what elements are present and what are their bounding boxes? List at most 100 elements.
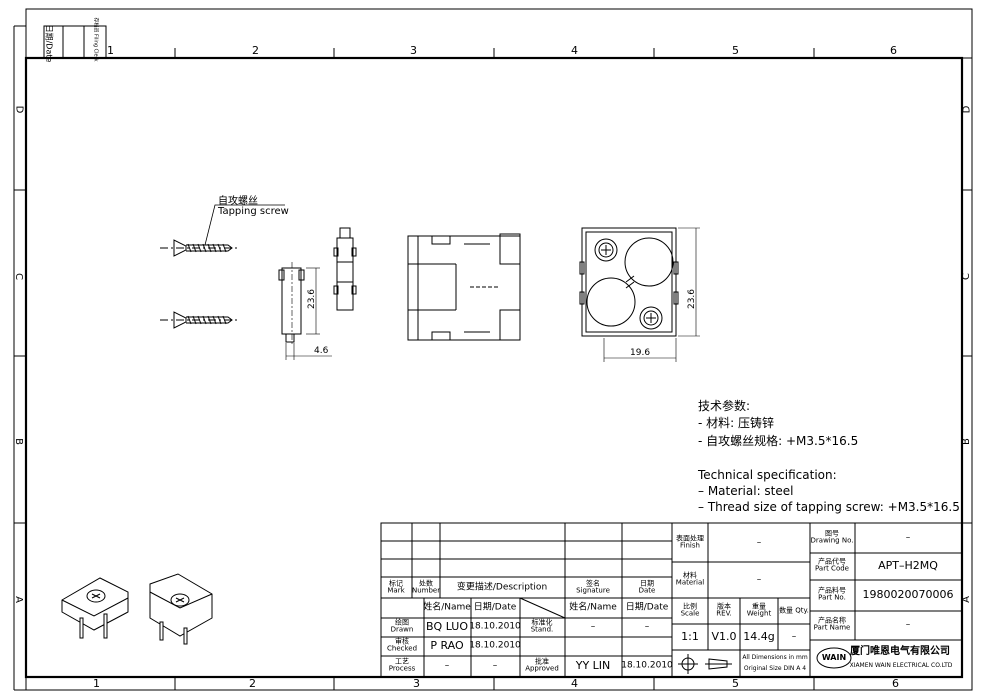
drawing-no-value: – (905, 532, 911, 543)
process-date: – (492, 660, 498, 671)
weight-value: 14.4g (743, 630, 775, 644)
drawn-label: 绘图 Drawn (390, 618, 414, 634)
col-1-top: 1 (107, 44, 114, 57)
qty-label: 数量 Qty. (779, 606, 809, 615)
dims-note-1: All Dimensions in mm (742, 653, 808, 661)
drawn-date: 18.10.2010 (469, 621, 521, 632)
stand-value: – (590, 621, 596, 632)
part-name-value: – (905, 619, 911, 630)
projection-symbol (678, 654, 732, 674)
name-header-2: 姓名/Name (569, 602, 617, 613)
col-3-top: 3 (410, 44, 417, 57)
filing-clerk-label: 存档员 Filing Clerk (92, 17, 99, 62)
row-ticks (13, 25, 972, 691)
approved-name: YY LIN (575, 659, 611, 673)
side-height-dim: 23.6 (307, 288, 318, 310)
small-clip-view (333, 227, 357, 311)
row-b-right: B (960, 438, 972, 445)
rev-label: 版本 REV. (716, 602, 732, 618)
column-ticks (174, 48, 815, 690)
company-name-cn: 厦门唯恩电气有限公司 (850, 645, 950, 657)
checked-name: P RAO (430, 639, 464, 653)
housing-front-view (579, 227, 700, 362)
side-view (278, 262, 332, 360)
scale-value: 1:1 (681, 630, 699, 644)
scale-label: 比例 Scale (680, 602, 700, 618)
col-2-bottom: 2 (249, 677, 256, 690)
name-header: 姓名/Name (423, 602, 471, 613)
spec-en-material: – Material: steel (698, 484, 794, 498)
mark-label: 标记 Mark (387, 579, 405, 595)
drawing-no-label: 图号 Drawing No. (810, 529, 854, 545)
qty-value: – (791, 631, 797, 642)
col-3-bottom: 3 (413, 677, 420, 690)
tapping-screw-label-cn: 自攻螺丝 (218, 196, 258, 207)
col-1-bottom: 1 (93, 677, 100, 690)
date-header-2: 日期/Date (625, 602, 669, 613)
row-c-left: C (12, 273, 24, 280)
part-no-value: 1980020070006 (862, 588, 954, 602)
row-a-left: A (12, 596, 24, 603)
spec-cn-title: 技术参数: (698, 399, 751, 413)
row-d-left: D (13, 105, 25, 114)
row-b-left: B (12, 438, 24, 445)
spec-cn-material: - 材料: 压铸锌 (698, 416, 775, 430)
col-2-top: 2 (252, 44, 259, 57)
checked-label: 审核 Checked (387, 637, 418, 653)
spec-cn-screw: - 自攻螺丝规格: +M3.5*16.5 (698, 434, 859, 448)
drawn-name: BQ LUO (426, 620, 468, 634)
isometric-view-left (61, 577, 129, 639)
date-header: 日期/Date (473, 602, 517, 613)
tapping-screw-label-en: Tapping screw (218, 206, 289, 217)
tapping-screw-bottom (160, 311, 240, 329)
dims-note-2: Original Size DIN A 4 (743, 664, 807, 672)
stand-value-2: – (644, 621, 650, 632)
spec-en-screw: – Thread size of tapping screw: +M3.5*16… (698, 500, 960, 514)
front-height-dim: 23.6 (687, 288, 698, 310)
part-code-value: APT–H2MQ (878, 559, 938, 573)
col-4-top: 4 (571, 44, 578, 57)
approved-label: 批准 Approved (525, 657, 559, 673)
part-name-label: 产品名称 Part Name (813, 616, 851, 632)
col-6-top: 6 (890, 44, 897, 57)
isometric-view-right (149, 573, 213, 645)
signature-label: 签名 Signature (576, 579, 610, 595)
rev-value: V1.0 (711, 630, 737, 644)
spec-en-title: Technical specification: (698, 468, 837, 482)
tapping-screw-top (160, 239, 240, 257)
logo-text: WAIN (821, 652, 847, 662)
weight-label: 重量 Weight (746, 602, 772, 618)
part-no-label: 产品料号 Part No. (818, 586, 846, 602)
stand-label: 标准化 Stand. (530, 618, 554, 634)
col-5-bottom: 5 (732, 677, 739, 690)
date-stamp-label: 日期/Date (44, 24, 54, 63)
material-value: – (756, 574, 762, 585)
col-6-bottom: 6 (892, 677, 899, 690)
corner-stamp (43, 25, 107, 59)
title-block-grid (380, 522, 963, 678)
row-c-right: C (960, 273, 972, 280)
approved-date: 18.10.2010 (621, 660, 673, 671)
process-label: 工艺 Process (388, 657, 416, 673)
date-label: 日期 Date (638, 579, 656, 595)
callout-leader (204, 204, 285, 246)
process-name: – (444, 660, 450, 671)
number-label: 处数 Number (412, 579, 441, 595)
company-name-en: XIAMEN WAIN ELECTRICAL CO.LTD (849, 661, 953, 669)
row-a-right: A (960, 596, 972, 603)
finish-value: – (756, 537, 762, 548)
col-5-top: 5 (732, 44, 739, 57)
front-width-dim: 19.6 (630, 348, 651, 358)
row-d-right: D (961, 105, 973, 114)
side-width-dim: 4.6 (314, 346, 329, 356)
col-4-bottom: 4 (571, 677, 578, 690)
part-code-label: 产品代号 Part Code (815, 557, 849, 573)
finish-label: 表面处理 Finish (676, 534, 704, 550)
description-label: 变更描述/Description (456, 582, 548, 593)
material-label: 材料 Material (675, 571, 705, 587)
wain-logo (816, 647, 852, 669)
checked-date: 18.10.2010 (469, 640, 521, 651)
housing-side-view (407, 233, 521, 341)
